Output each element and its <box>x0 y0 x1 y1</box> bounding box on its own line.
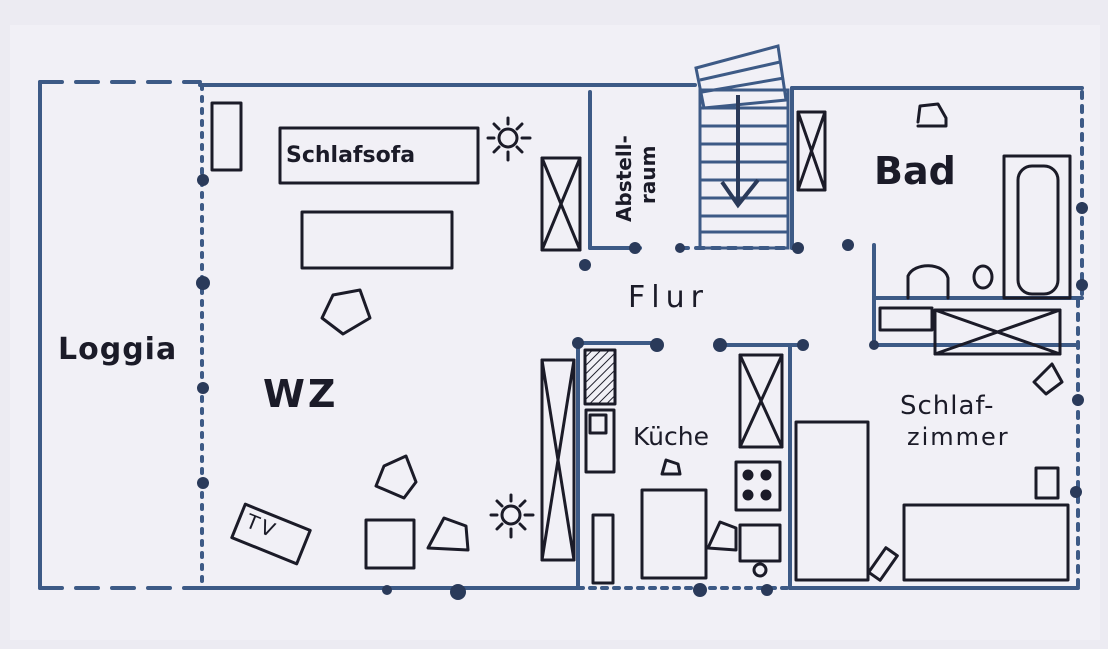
living-cabinet <box>210 101 243 172</box>
floor-lamp-2-icon <box>489 493 535 539</box>
room-label-living: WZ <box>263 372 339 416</box>
kitchen-tall-cabinet <box>540 358 576 562</box>
kitchen-bin <box>660 458 682 476</box>
living-chair <box>320 288 372 336</box>
bathtub-inner <box>1016 164 1060 296</box>
bathtub <box>1002 154 1072 300</box>
room-label-kitchen: Küche <box>633 422 709 451</box>
side-table <box>364 518 416 570</box>
bedroom-bed <box>902 503 1070 582</box>
furniture-label-sofa-bed: Schlafsofa <box>286 143 416 168</box>
floor-lamp-icon <box>486 116 532 162</box>
kitchen-counter <box>584 408 616 474</box>
bedroom-nightstand <box>1034 466 1060 500</box>
loggia-outline <box>38 80 202 590</box>
room-label-hall: Flur <box>628 280 709 315</box>
room-label-storage: Abstell- raum <box>612 100 672 222</box>
kitchen-unit-low <box>591 513 615 585</box>
kitchen-cabinet-right <box>738 353 784 449</box>
room-label-bedroom-line1: Schlaf- <box>900 391 995 421</box>
wardrobe-living <box>540 156 582 252</box>
room-label-loggia: Loggia <box>58 332 178 367</box>
sofa-bed <box>278 126 480 185</box>
room-label-storage-line1: Abstell- <box>612 135 636 222</box>
hall-bench <box>878 306 934 332</box>
staircase <box>694 44 790 250</box>
armchair-2 <box>426 516 470 552</box>
tv-unit <box>230 502 312 566</box>
bedroom-wardrobe <box>794 420 870 582</box>
bath-basin <box>916 102 948 128</box>
bedroom-shelf <box>867 546 899 582</box>
bath-sink <box>972 264 994 290</box>
kitchen-table <box>640 488 708 580</box>
room-label-storage-line2: raum <box>636 145 660 204</box>
bath-toilet <box>906 264 950 300</box>
fridge <box>738 523 782 563</box>
furniture-label-tv: TV <box>242 508 282 544</box>
armchair-1 <box>374 454 418 500</box>
kitchen-hatched-block <box>583 348 617 406</box>
hall-cabinet <box>933 308 1062 356</box>
room-label-bedroom-line2: zimmer <box>907 423 1010 451</box>
room-label-bath: Bad <box>874 149 956 193</box>
kitchen-chair <box>706 520 738 552</box>
bedroom-chair <box>1032 362 1064 396</box>
kitchen-sink <box>588 413 608 435</box>
living-table <box>300 210 454 270</box>
bath-cupboard <box>796 110 827 192</box>
stove <box>734 460 782 512</box>
